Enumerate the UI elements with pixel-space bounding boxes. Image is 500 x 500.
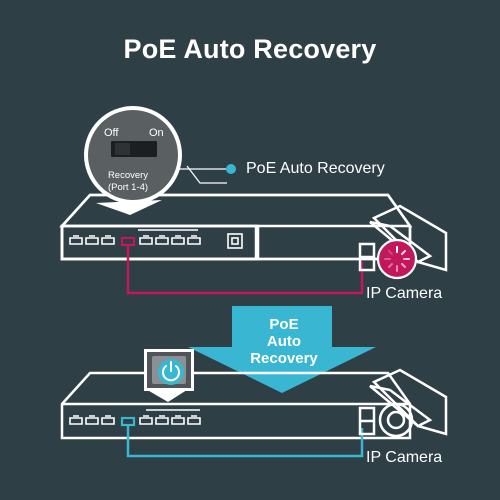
recovery-arrow (188, 306, 376, 393)
port-ok-indicator (120, 416, 136, 427)
camera-top-label: IP Camera (366, 285, 443, 302)
cable-fault (126, 246, 364, 295)
arrow-line2: Auto (266, 333, 302, 350)
ip-camera-icon-bottom (358, 368, 448, 438)
dip-switch-icon (84, 106, 182, 215)
ports-bottom (69, 409, 201, 425)
arrow-line3: Recovery (250, 350, 318, 367)
dip-on-label: On (149, 127, 164, 139)
feature-callout-label: PoE Auto Recovery (246, 160, 385, 177)
callout-connector (178, 164, 236, 184)
arrow-line1: PoE (269, 316, 299, 333)
loading-spinner-icon (384, 246, 410, 272)
switch-top (59, 193, 413, 261)
dip-recovery-label: Recovery (Port 1-4) (98, 170, 158, 194)
power-icon (162, 361, 180, 382)
arrow-label: PoE Auto Recovery (228, 316, 340, 367)
port-fault-indicator (120, 236, 136, 247)
camera-fault-lens (376, 238, 418, 280)
dip-off-label: Off (104, 127, 119, 139)
ports-top (69, 229, 243, 249)
switch-bottom (60, 371, 412, 440)
dip-recovery-line2: (Port 1-4) (107, 182, 149, 193)
cable-ok (126, 426, 364, 458)
page-title: PoE Auto Recovery (123, 34, 377, 64)
power-button-zoom (144, 349, 194, 402)
camera-bottom-label: IP Camera (366, 449, 443, 466)
dip-recovery-line1: Recovery (107, 170, 149, 181)
